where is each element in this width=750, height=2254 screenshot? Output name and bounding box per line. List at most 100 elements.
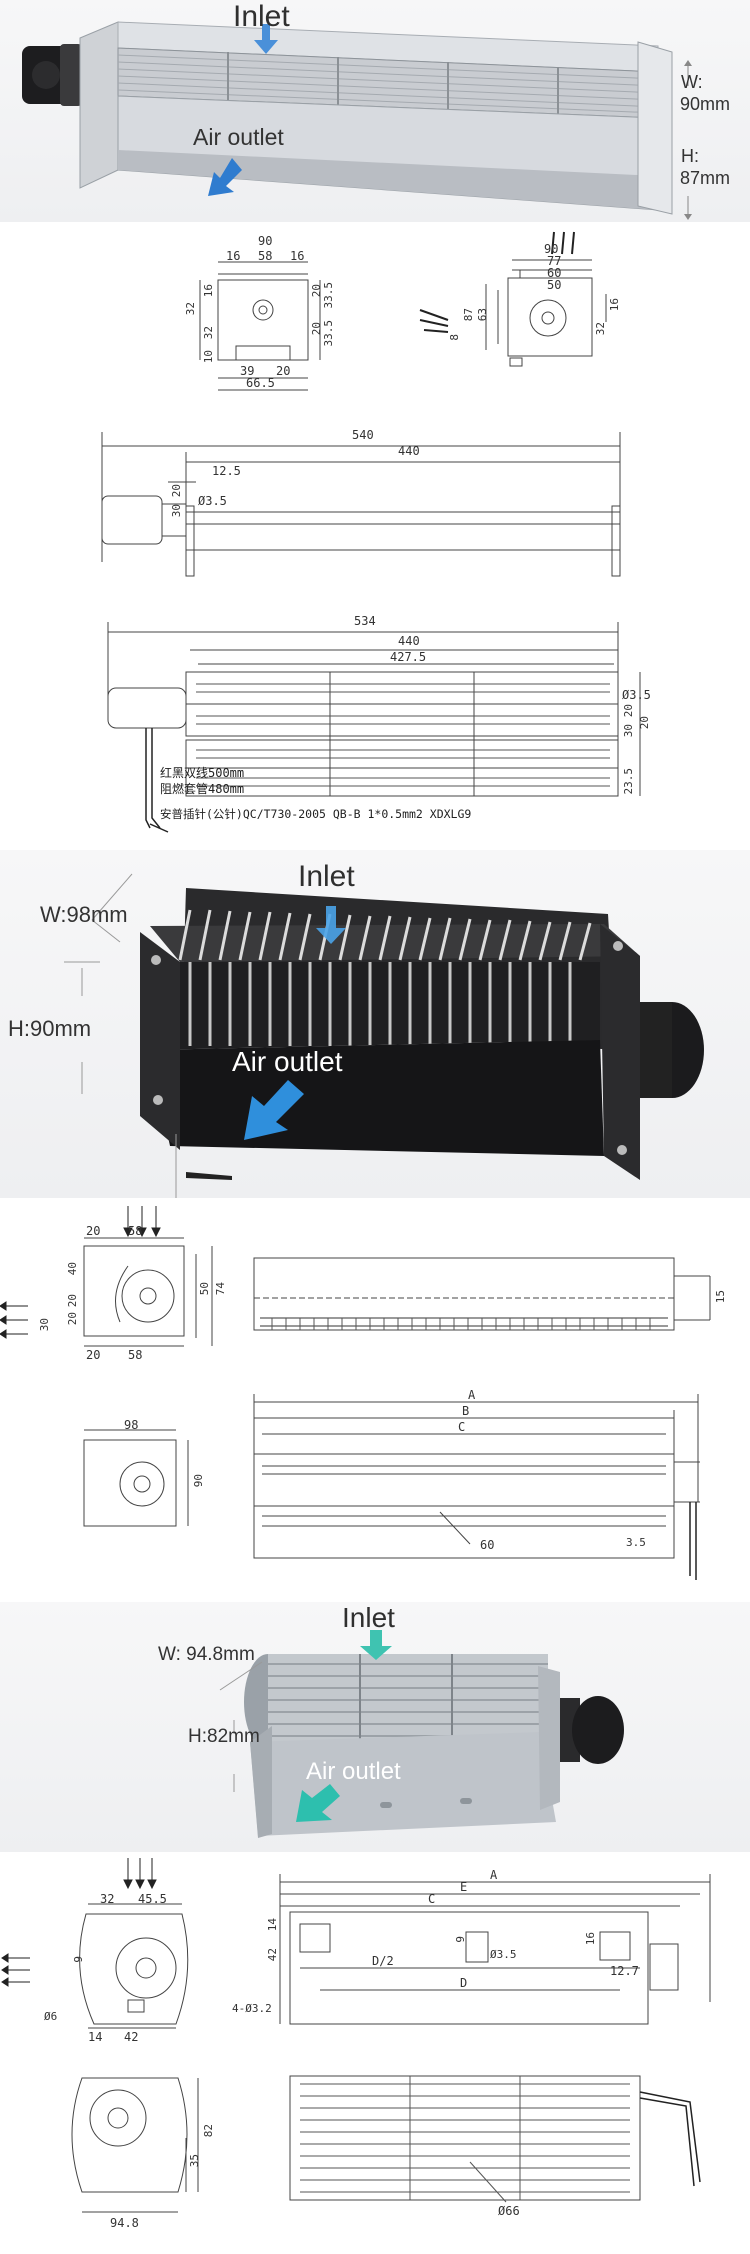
sleeve-note: 阻燃套管480mm (160, 782, 245, 796)
product2-photo: Inlet Air outlet W:98mm H:90mm (0, 850, 750, 1198)
product1-blade-view: 534 440 427.5 Ø3.5 20 30 20 23.5 红黑双线500… (0, 592, 750, 850)
width-label: W: 94.8mm (158, 1644, 255, 1665)
dim-label: 58 (128, 1348, 143, 1362)
dim-label: C (428, 1892, 436, 1906)
dim-label: 77 (547, 254, 562, 268)
dim-label: 40 (66, 1262, 79, 1276)
dim-label: 20 (276, 364, 291, 378)
dim-label: 12.7 (610, 1964, 639, 1978)
dim-label: D/2 (372, 1954, 394, 1968)
width-label-a: W: (681, 72, 703, 92)
dim-label: Ø6 (44, 2010, 58, 2023)
dim-label: 540 (352, 428, 374, 442)
product2-drawings-bottom: 98 90 A B C 60 3.5 (0, 1362, 750, 1602)
height-label: H:82mm (188, 1726, 260, 1747)
dim-label: D (460, 1976, 468, 1990)
dim-label: 4-Ø3.2 (232, 2002, 272, 2015)
dim-label: 58 (128, 1224, 143, 1238)
dim-label: 87 (462, 308, 475, 322)
dim-label: 63 (476, 308, 489, 322)
product2-fan-illustration (64, 873, 704, 1198)
dim-label: 30 (38, 1318, 51, 1332)
connector-note: 安普插针(公针)QC/T730-2005 QB-B 1*0.5mm2 XDXLG… (160, 807, 472, 821)
height-label: H:90mm (8, 1016, 92, 1041)
dim-label: 9 (72, 1956, 85, 1963)
dim-label: B (462, 1404, 470, 1418)
dim-label: 30 (170, 504, 183, 518)
product1-fan-illustration (22, 21, 692, 220)
inlet-label: Inlet (233, 0, 290, 33)
dim-label: 16 (290, 249, 305, 263)
product3-drawings-bottom-svg (71, 2075, 701, 2213)
dim-label: Ø3.5 (622, 688, 651, 702)
wire-note: 红黑双线500mm (160, 766, 245, 780)
dim-label: A (490, 1868, 498, 1882)
dim-label: Ø3.5 (198, 494, 227, 508)
dim-label: 20 (622, 704, 635, 718)
product1-photo: Inlet Air outlet W: 90mm H: 87mm (0, 0, 750, 222)
product2-drawings-top-svg (0, 1206, 711, 1347)
dim-label: 10 (202, 350, 215, 364)
dim-label: 32 (594, 322, 607, 336)
dim-label: 14 (88, 2030, 103, 2044)
product3-photo: Inlet Air outlet W: 94.8mm H:82mm (0, 1602, 750, 1852)
product1-side-view-drawing (101, 432, 621, 577)
dim-label: 42 (124, 2030, 139, 2044)
dim-label: 66.5 (246, 376, 275, 390)
dim-label: 60 (480, 1538, 495, 1552)
product1-side-view: 540 440 12.5 20 30 Ø3.5 (0, 412, 750, 592)
product1-end-views-drawing (199, 231, 607, 391)
dim-label: 440 (398, 634, 420, 648)
dim-label: 90 (258, 234, 273, 248)
dim-label: 427.5 (390, 650, 427, 664)
dim-label: 60 (547, 266, 562, 280)
dim-label: Ø66 (498, 2204, 520, 2218)
height-label-a: H: (681, 146, 699, 166)
dim-label: 16 (608, 298, 621, 312)
dim-label: 15 (714, 1290, 727, 1304)
dim-label: 3.5 (626, 1536, 646, 1549)
dim-label: 90 (192, 1474, 205, 1488)
dim-label: 33.5 (322, 282, 335, 309)
product1-blade-view-drawing (107, 622, 641, 833)
dim-label: 50 (547, 278, 562, 292)
dim-label: 98 (124, 1418, 139, 1432)
dim-label: 16 (202, 284, 215, 298)
height-label-b: 87mm (680, 168, 731, 188)
product2-drawings-top: 20 58 40 20 20 30 20 58 50 74 15 (0, 1198, 750, 1362)
inlet-label: Inlet (342, 1602, 395, 1633)
dim-label: 20 (66, 1312, 79, 1326)
dim-label: 33.5 (322, 320, 335, 347)
dim-label: 14 (266, 1918, 279, 1932)
dim-label: E (460, 1880, 468, 1894)
dim-label: 32 (202, 326, 215, 340)
air-outlet-label: Air outlet (306, 1758, 401, 1785)
product1-end-views: 90 16 58 16 32 16 20 33.5 20 32 33.5 10 … (0, 222, 750, 412)
dim-label: 32 (100, 1892, 115, 1906)
dim-label: 39 (240, 364, 255, 378)
inlet-label: Inlet (298, 860, 355, 893)
dim-label: 534 (354, 614, 376, 628)
dim-label: 45.5 (138, 1892, 167, 1906)
width-label: W:98mm (40, 902, 128, 927)
dim-label: 32 (184, 302, 197, 316)
dim-label: 30 (622, 724, 635, 738)
dim-label: 12.5 (212, 464, 241, 478)
air-outlet-label: Air outlet (193, 124, 284, 150)
dim-label: 8 (448, 334, 461, 341)
dim-label: 90 (544, 242, 559, 256)
dim-label: A (468, 1388, 476, 1402)
dim-label: C (458, 1420, 466, 1434)
width-label-b: 90mm (680, 94, 731, 114)
dim-label: 16 (226, 249, 241, 263)
dim-label: 94.8 (110, 2216, 139, 2230)
air-outlet-label: Air outlet (232, 1046, 343, 1077)
dim-label: 42 (266, 1948, 279, 1962)
dim-label: 35 (188, 2154, 201, 2168)
product3-fan-illustration (219, 1630, 624, 1838)
product2-drawings-bottom-svg (83, 1394, 700, 1580)
dim-label: 74 (214, 1282, 227, 1296)
dim-label: 23.5 (622, 768, 635, 795)
product3-drawings-bottom: 94.8 82 35 Ø66 (0, 2062, 750, 2254)
dim-label: 440 (398, 444, 420, 458)
